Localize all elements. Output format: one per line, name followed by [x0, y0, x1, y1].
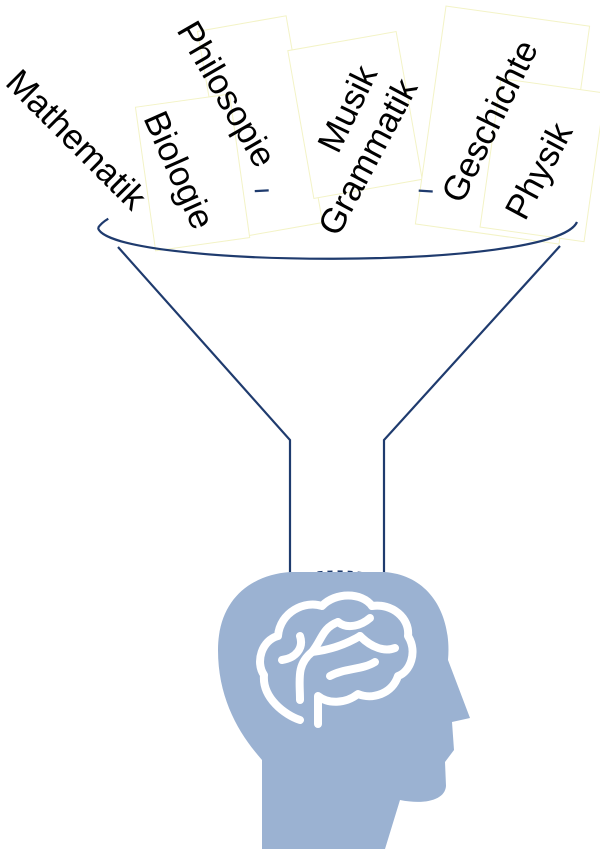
label-mathematik: Mathematik: [0, 62, 154, 218]
card-musik: [287, 31, 423, 199]
funnel-side-left: [117, 246, 292, 582]
label-cards: [134, 5, 600, 252]
head-profile-icon: [218, 572, 470, 849]
card-biologie: [134, 93, 251, 252]
funnel-side-right: [382, 245, 561, 582]
funnel-rim-front: [96, 221, 579, 260]
card-physik: [479, 77, 600, 243]
brain-icon: [256, 591, 417, 728]
